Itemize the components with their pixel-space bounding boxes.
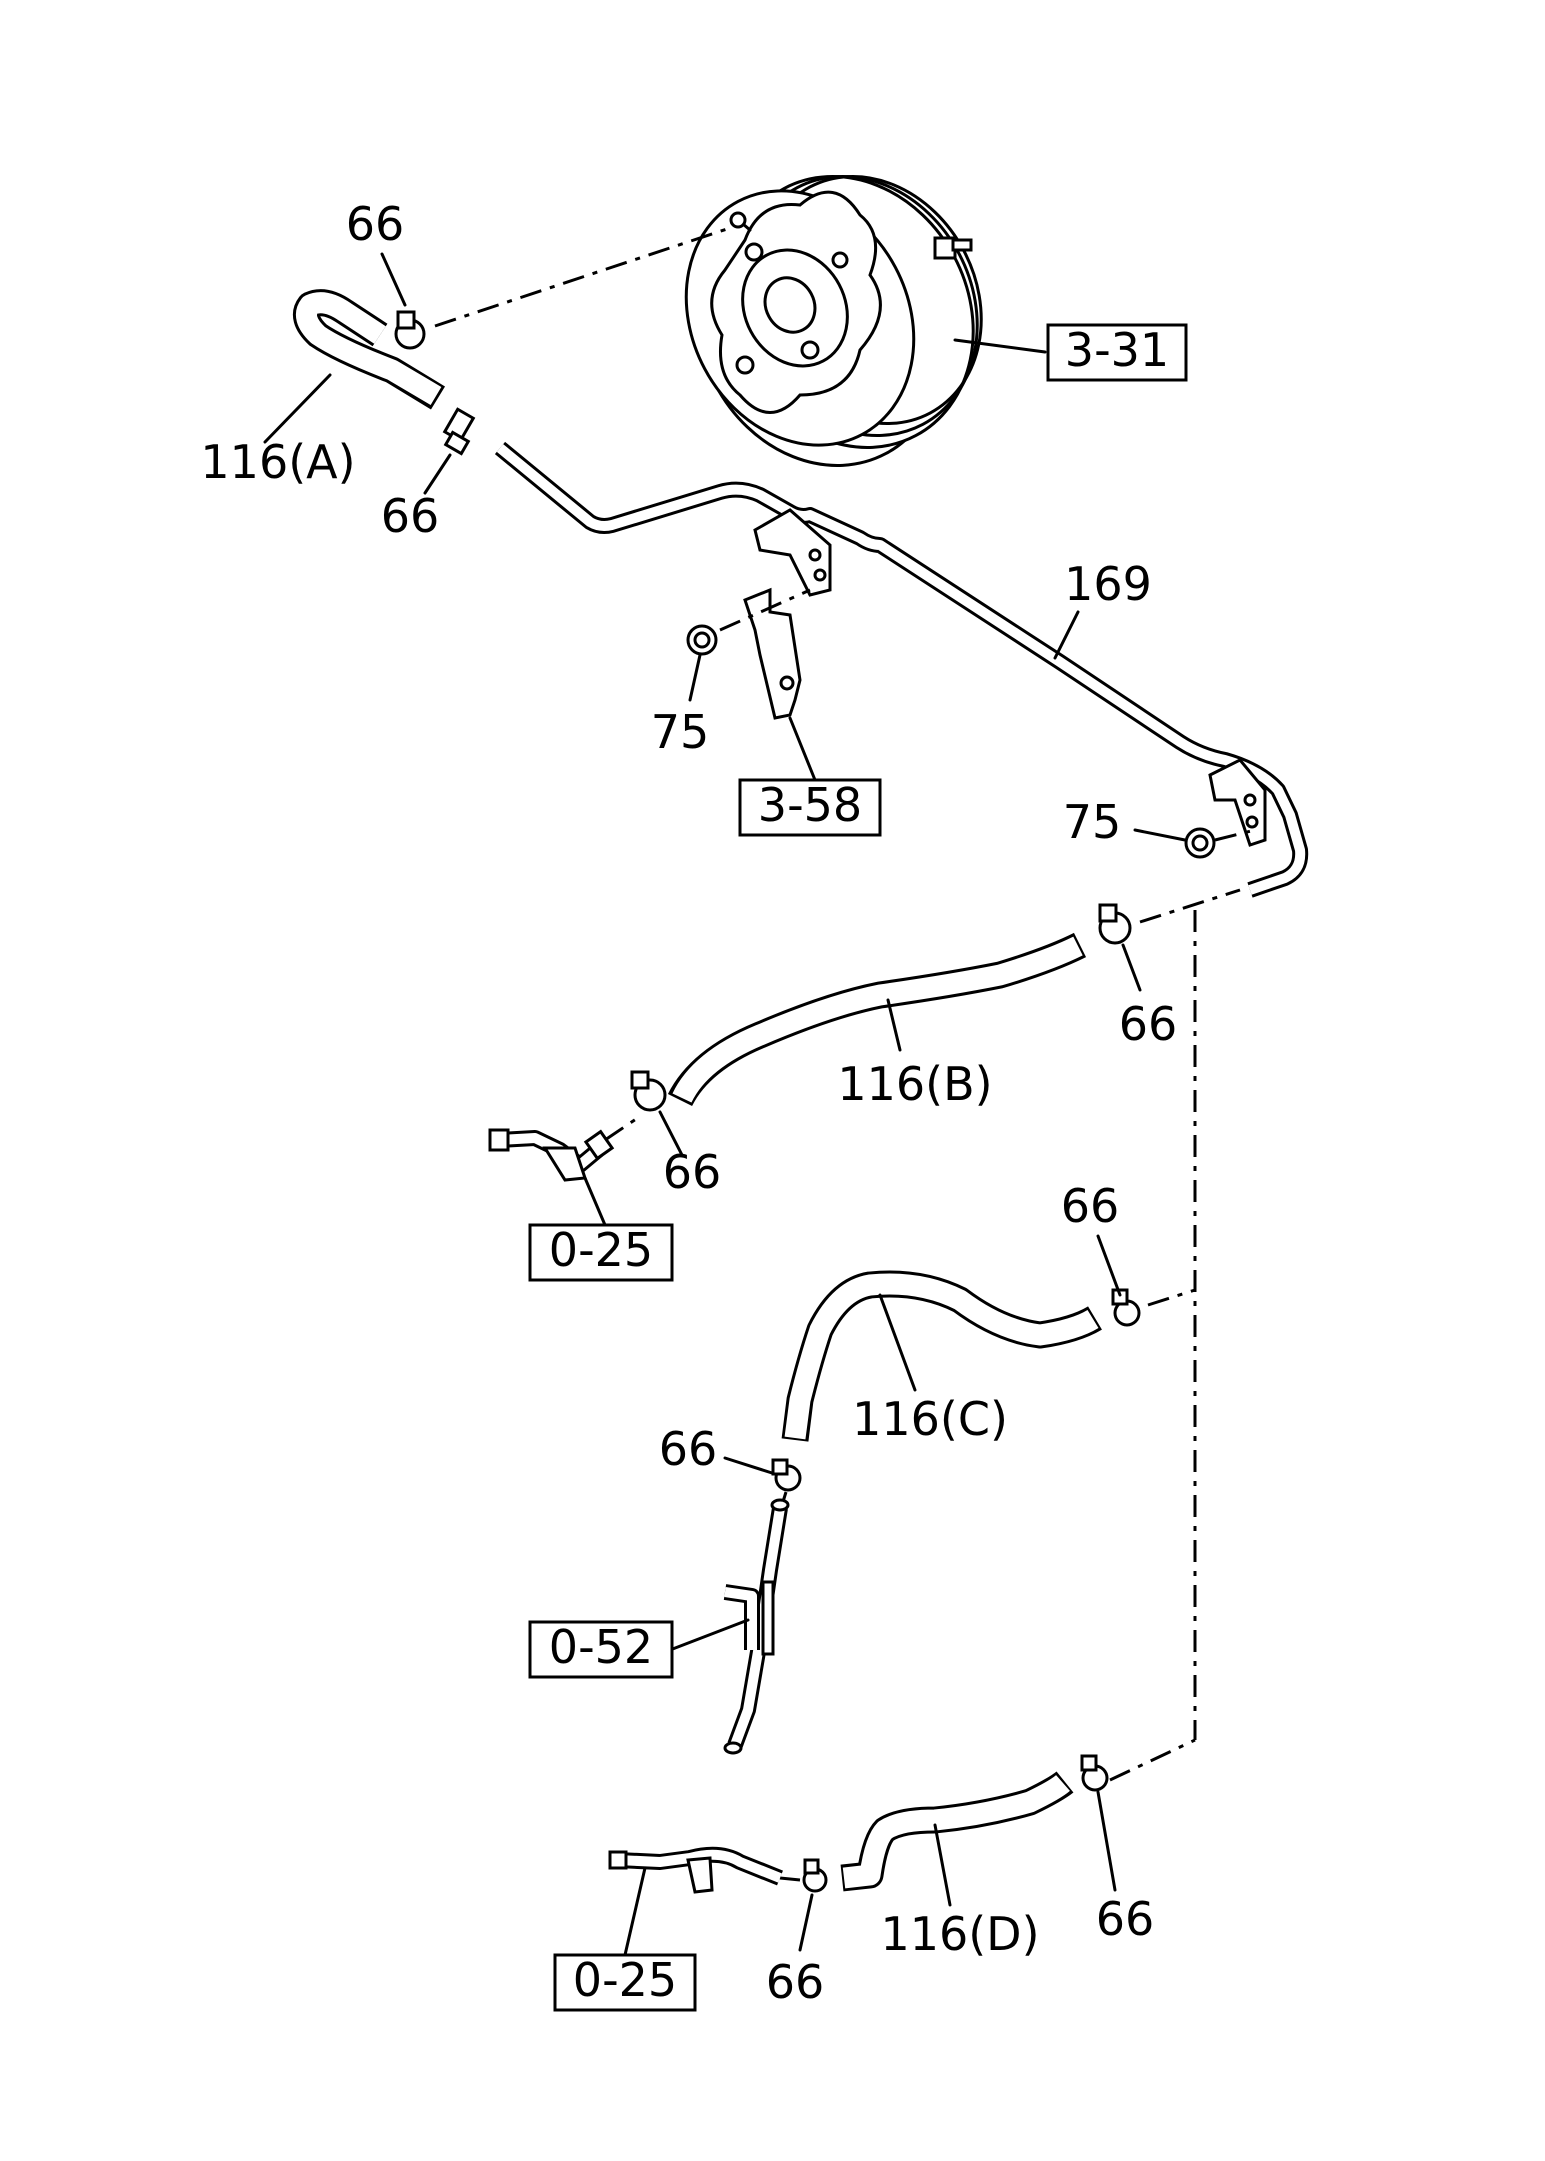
hose-a [292,289,446,410]
ref-box-fitting-middle [528,1620,674,1679]
ref-label-booster: 3-31 [1065,323,1169,377]
clip-c-right [1111,1288,1141,1327]
leader-bracket [788,716,817,782]
clip-a-bottom [442,407,476,456]
dash-nut-right [1214,828,1256,842]
ref-box-fitting-lower [553,1953,697,2012]
dash-fitting-lower [779,1876,801,1882]
leader-nut-left [688,653,702,702]
brake-booster [684,175,983,467]
label-clip-c-right: 66 [1061,1179,1120,1233]
label-clip-b-right: 66 [1119,997,1178,1051]
clip-c-left [771,1458,802,1492]
leader-clip-b-right [1121,943,1142,992]
leader-hose-a [263,373,332,444]
fitting-upper [488,1128,615,1182]
dash-link-d [1109,1738,1196,1782]
leader-fitting-middle [668,1618,750,1652]
label-hose-b: 116(B) [837,1057,992,1111]
dash-fitting-upper [604,1113,643,1142]
nut-right [1184,827,1216,859]
leader-hose-d [933,1823,952,1907]
ref-box-bracket [738,778,882,837]
leader-clip-c-right [1096,1234,1122,1297]
ref-label-fitting-lower: 0-25 [573,1953,677,2007]
leader-hose-c [878,1293,917,1392]
leader-clip-d-left [798,1893,814,1952]
dash-link-c [1147,1288,1196,1307]
hose-b [667,932,1087,1107]
label-nut-right: 75 [1063,795,1122,849]
fitting-middle [723,1498,790,1755]
clip-d-left [802,1858,828,1893]
leader-booster [953,338,1047,354]
leader-clip-c-left [723,1456,774,1475]
label-clip-a-top: 66 [346,197,405,251]
dash-link-b [1139,888,1241,924]
bracket [743,587,802,720]
ref-label-bracket: 3-58 [758,778,862,832]
leader-fitting-upper [583,1176,607,1227]
label-pipe: 169 [1064,557,1152,611]
hose-d [840,1771,1074,1892]
ref-box-booster [1046,323,1188,382]
hose-c [781,1270,1102,1442]
leader-clip-b-left [658,1110,684,1157]
label-clip-b-left: 66 [663,1145,722,1199]
clip-b-left [630,1070,667,1112]
leader-nut-right [1133,828,1187,842]
label-clip-a-bottom: 66 [381,489,440,543]
label-nut-left: 75 [651,705,710,759]
label-hose-c: 116(C) [852,1392,1008,1446]
leader-clip-d-right [1096,1790,1117,1892]
leader-hose-b [886,998,902,1052]
leader-clip-a-top [380,252,407,307]
ref-label-fitting-upper: 0-25 [549,1223,653,1277]
label-hose-d: 116(D) [880,1907,1039,1961]
dash-booster-clip [434,226,731,328]
dash-bracket [719,588,811,632]
leader-fitting-lower [623,1866,647,1957]
clip-a-top [394,310,426,350]
label-hose-a: 116(A) [200,435,355,489]
pipe-169 [494,441,1309,898]
fitting-lower [608,1846,783,1894]
ref-box-fitting-upper [528,1223,674,1282]
nut-left [686,624,718,656]
clip-b-right [1098,903,1132,945]
label-clip-d-left: 66 [766,1955,825,2009]
ref-label-fitting-middle: 0-52 [549,1620,653,1674]
clip-d-right [1080,1754,1109,1792]
label-clip-d-right: 66 [1096,1892,1155,1946]
leader-pipe [1053,610,1080,660]
leader-clip-a-bottom [423,453,452,495]
label-clip-c-left: 66 [659,1422,718,1476]
